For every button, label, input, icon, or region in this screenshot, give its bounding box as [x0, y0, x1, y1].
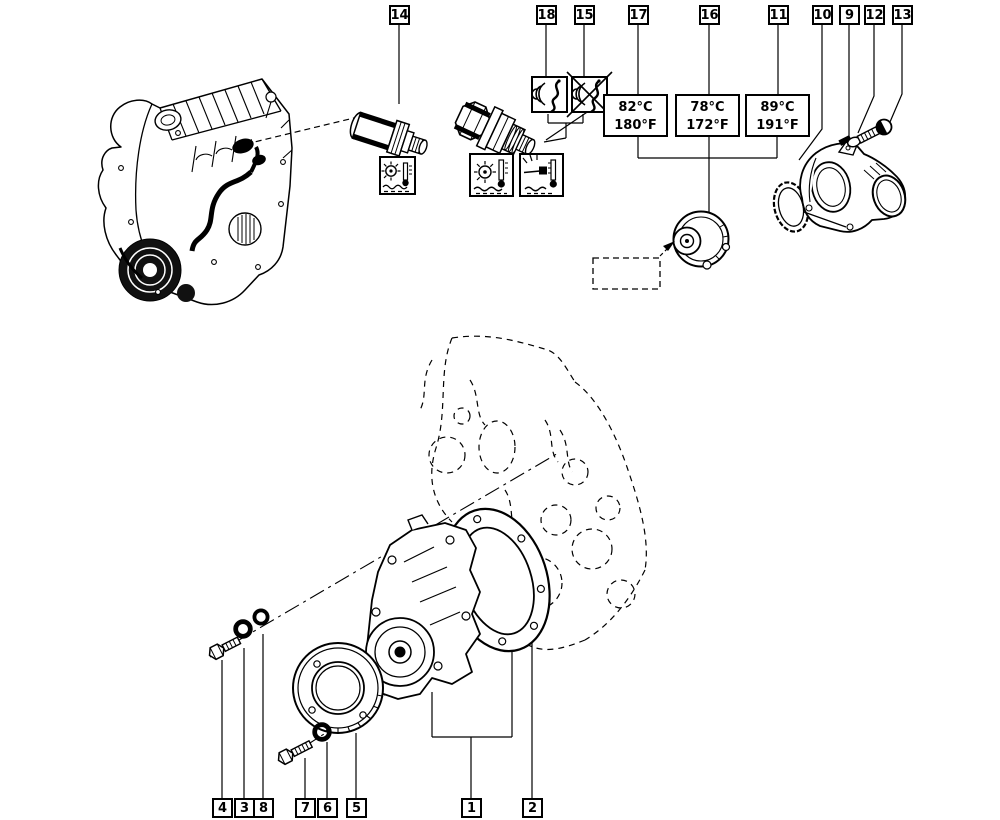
callout-label: 5: [351, 800, 362, 816]
callout-9[interactable]: 9: [839, 5, 860, 25]
callout-4[interactable]: 4: [212, 798, 233, 818]
pump-lock-washer[interactable]: [252, 608, 270, 626]
callout-label: 7: [300, 800, 311, 816]
callout-label: 15: [575, 7, 594, 23]
thermostat-housing[interactable]: [799, 141, 911, 233]
rating-fahrenheit: 172°F: [686, 118, 729, 133]
pulley-washer[interactable]: [312, 722, 332, 742]
callout-7[interactable]: 7: [295, 798, 316, 818]
thermostat-seal-ring[interactable]: [769, 179, 813, 235]
pump-bolt[interactable]: [207, 635, 242, 662]
callout-label: 8: [258, 800, 269, 816]
pump-washer[interactable]: [233, 619, 253, 639]
callout-1[interactable]: 1: [461, 798, 482, 818]
callout-label: 18: [537, 7, 556, 23]
callout-13[interactable]: 13: [892, 5, 913, 25]
temperature-switch-sensor[interactable]: [450, 95, 542, 168]
housing-bolt[interactable]: [856, 117, 894, 146]
thermostat[interactable]: [672, 210, 731, 270]
callout-label: 16: [700, 7, 719, 23]
engine-illustration: [97, 78, 293, 306]
temp-warning-lamp-icon: [379, 156, 416, 195]
temp-warning-lamp-icon: [469, 153, 514, 197]
callout-16[interactable]: 16: [699, 5, 720, 25]
callout-2[interactable]: 2: [522, 798, 543, 818]
pulley-bolt[interactable]: [276, 738, 314, 766]
callout-label: 14: [390, 7, 409, 23]
buzzer-icon: [531, 76, 568, 114]
callout-18[interactable]: 18: [536, 5, 557, 25]
sensor-location-pointer: [238, 116, 359, 148]
callout-label: 3: [239, 800, 250, 816]
callout-14[interactable]: 14: [389, 5, 410, 25]
callout-15[interactable]: 15: [574, 5, 595, 25]
callout-8[interactable]: 8: [253, 798, 274, 818]
reference-callout-box: [592, 241, 675, 290]
callout-label: 2: [527, 800, 538, 816]
callout-label: 10: [813, 7, 832, 23]
callout-11[interactable]: 11: [768, 5, 789, 25]
rating-fahrenheit: 191°F: [756, 118, 799, 133]
callout-12[interactable]: 12: [864, 5, 885, 25]
callout-3[interactable]: 3: [234, 798, 255, 818]
callout-label: 9: [844, 7, 855, 23]
rating-celsius: 82°C: [618, 100, 653, 115]
callout-label: 4: [217, 800, 228, 816]
callout-5[interactable]: 5: [346, 798, 367, 818]
thermostat-rating-82c: 82°C 180°F: [603, 94, 668, 137]
rating-celsius: 78°C: [690, 100, 725, 115]
rating-celsius: 89°C: [760, 100, 795, 115]
temp-gauge-icon: [519, 153, 564, 197]
water-pump[interactable]: [365, 514, 481, 700]
callout-label: 17: [629, 7, 648, 23]
callout-label: 1: [466, 800, 477, 816]
callout-label: 11: [769, 7, 788, 23]
leader-lines: [221, 25, 903, 799]
callout-label: 6: [322, 800, 333, 816]
pump-pulley[interactable]: [292, 642, 384, 734]
callout-17[interactable]: 17: [628, 5, 649, 25]
rating-fahrenheit: 180°F: [614, 118, 657, 133]
callout-label: 12: [865, 7, 884, 23]
thermostat-rating-89c: 89°C 191°F: [745, 94, 810, 137]
callout-label: 13: [893, 7, 912, 23]
thermostat-rating-78c: 78°C 172°F: [675, 94, 740, 137]
callout-10[interactable]: 10: [812, 5, 833, 25]
callout-6[interactable]: 6: [317, 798, 338, 818]
coolant-temp-sensor[interactable]: [347, 108, 432, 164]
